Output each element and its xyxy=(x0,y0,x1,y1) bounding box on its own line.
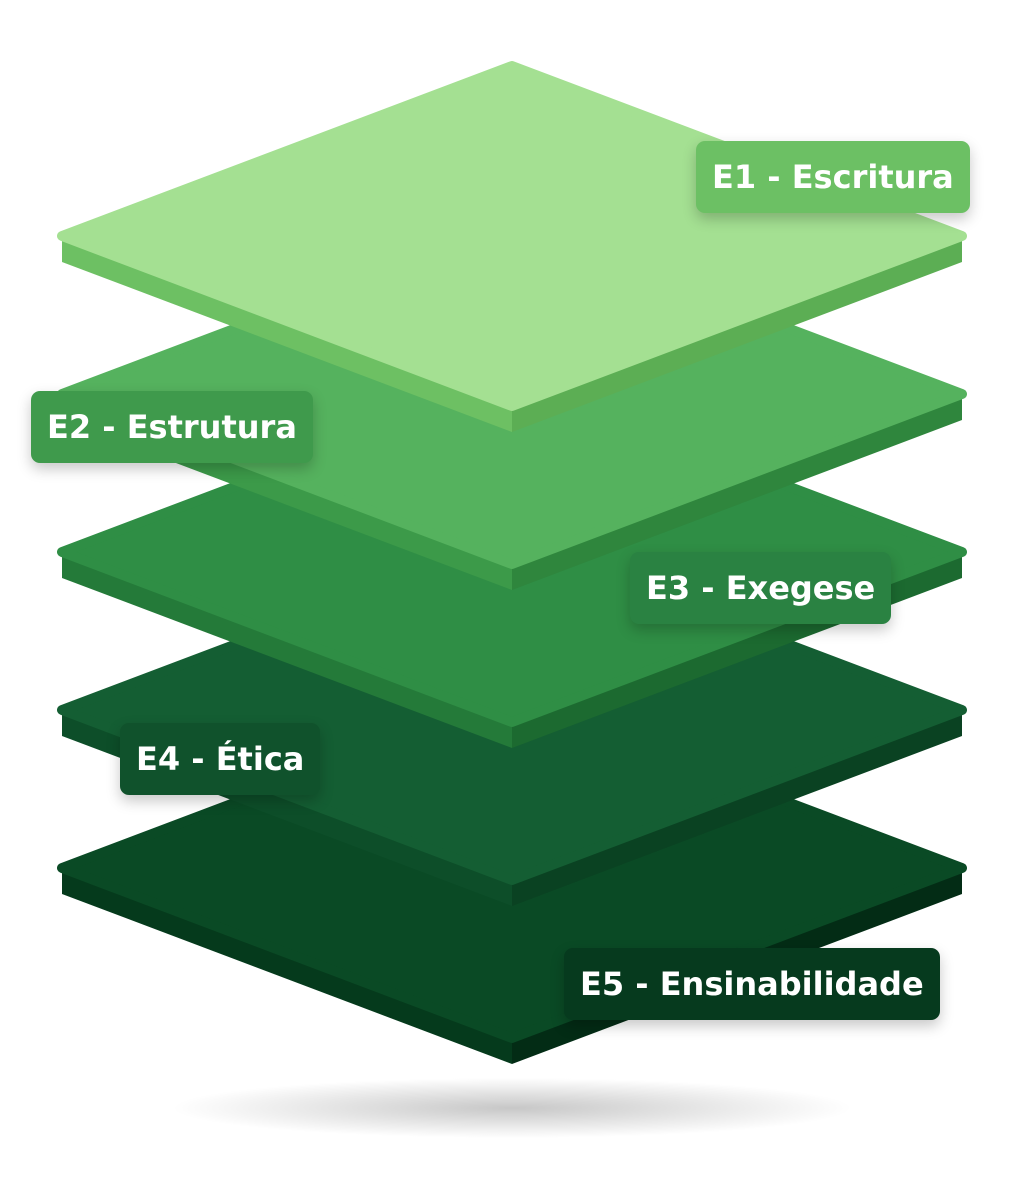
floor-shadow xyxy=(172,1078,852,1138)
layer-side-left xyxy=(62,236,512,432)
layer-side-right xyxy=(512,236,962,432)
label-e3: E3 - Exegese xyxy=(630,552,892,624)
layer-side-left xyxy=(62,552,512,748)
layer-side-right xyxy=(512,394,962,590)
label-e5: E5 - Ensinabilidade xyxy=(564,948,940,1020)
layer-side-right xyxy=(512,710,962,906)
layer-side-left xyxy=(62,868,512,1064)
label-e2: E2 - Estrutura xyxy=(31,391,313,463)
label-e4: E4 - Ética xyxy=(120,723,321,795)
label-e1: E1 - Escritura xyxy=(696,141,970,213)
